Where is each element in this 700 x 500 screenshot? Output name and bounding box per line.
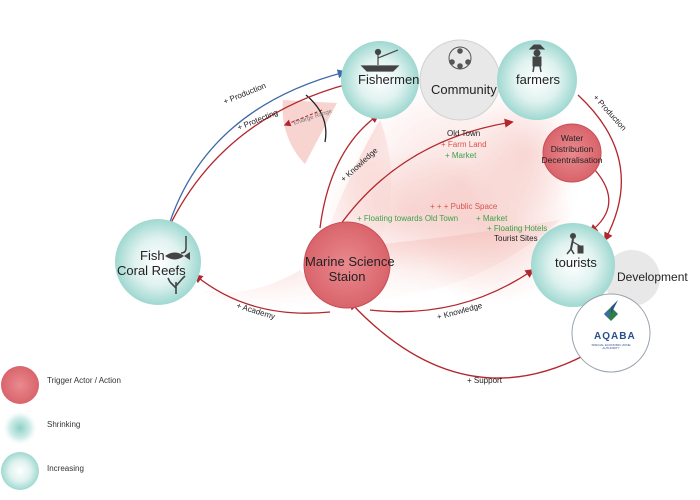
legend-trigger-swatch [1,366,39,404]
water-label-3: Decentralisation [541,155,603,165]
floating-hotels-label: + Floating Hotels [487,224,548,233]
aqaba-logo-mark [604,300,618,321]
fish-icon [165,252,190,260]
market-1-label: + Market [445,151,477,160]
enlarge-range-wedge [282,94,337,164]
nodes [115,39,660,373]
water-label-1: Water [560,133,584,143]
farmers-node [497,40,577,120]
legend-increasing-swatch [1,452,39,490]
edge-knowledge-marine-tourists [369,268,535,313]
tourists-node [531,223,615,307]
tourists-label: tourists [555,255,597,270]
farmers-label: farmers [516,72,561,87]
fishermen-label: Fishermen [358,72,420,87]
water-label-2: Distribution [550,144,594,154]
fish-label: Fish [140,248,165,263]
edge-water-tourists [588,169,610,234]
support-edge-label: + Support [467,376,502,385]
fishermen-node [341,41,419,119]
legend-increasing-label: Increasing [47,464,84,473]
legend-trigger-label: Trigger Actor / Action [47,376,121,385]
tourist-luggage-icon [566,233,584,255]
public-space-label: + + + Public Space [430,202,498,211]
tourist-sites-label: Tourist Sites [494,234,538,243]
edge-production-farmers-tourists [577,94,622,242]
aqaba-logo-subtitle: SPECIAL ECONOMIC ZONE AUTHORITY [591,343,631,351]
edges [161,69,622,379]
fisherman-boat-icon [360,48,400,72]
edge-marine-farmers [337,118,514,229]
edge-protecting-fishermen-fish [161,83,349,242]
edge-knowledge-marine-fishermen [319,113,380,229]
marine-science-label-1: Marine Science [305,254,395,269]
aqaba-logo-node [571,293,651,373]
development-label: Development [617,270,688,284]
market-2-label: + Market [476,214,508,223]
edge-production-fish-fishermen [164,69,347,239]
old-town-label: Old Town [447,129,481,138]
edge-support-aqaba-marine [348,300,586,379]
community-label: Community [431,82,497,97]
coral-reefs-label: Coral Reefs [117,263,186,278]
coral-icon [167,275,186,294]
development-node [604,250,660,306]
community-people-icon [448,46,472,70]
edge-academy-marine-fish [193,273,331,314]
legend-shrinking-swatch [2,410,38,446]
farmer-icon [528,44,546,73]
floating-old-town-label: + Floating towards Old Town [357,214,459,223]
marine-science-node [303,221,391,309]
fish-hook-icon [180,236,187,254]
legend-shrinking-label: Shrinking [47,420,81,429]
farm-land-label: + Farm Land [441,140,487,149]
marine-science-label-2: Staion [328,269,366,284]
fish-coral-node [115,219,201,305]
legend-swatches [1,366,39,490]
water-distribution-node [542,123,602,183]
aqaba-logo-name: AQABA [594,331,636,342]
